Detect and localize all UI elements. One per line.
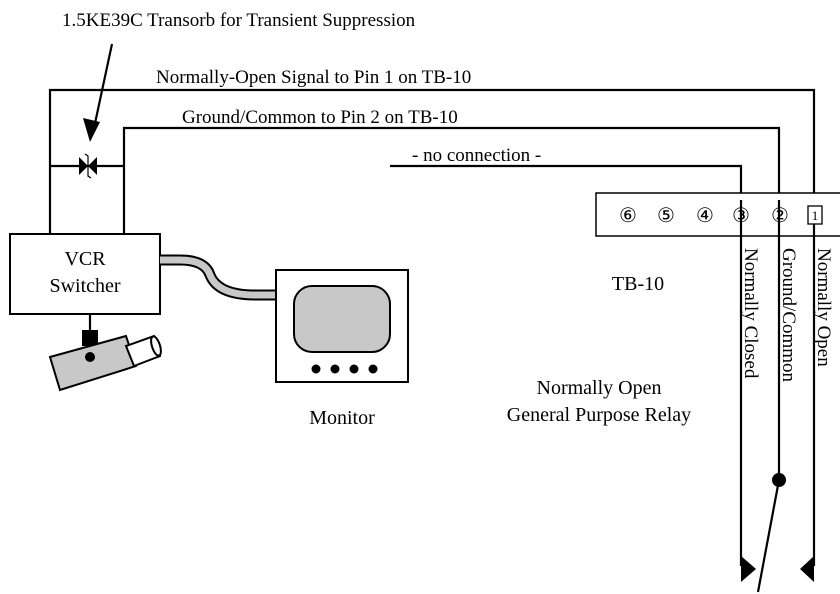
transorb-caption: 1.5KE39C Transorb for Transient Suppress… xyxy=(62,10,416,31)
transorb-diode xyxy=(50,153,124,179)
transorb-pointer-arrow xyxy=(83,43,114,142)
monitor-label: Monitor xyxy=(309,407,375,429)
vcr-switcher: VCR Switcher xyxy=(9,233,161,315)
tb-pin-5: ⑤ xyxy=(657,205,675,227)
video-cable xyxy=(160,254,275,301)
tb10-label: TB-10 xyxy=(612,273,664,295)
ground-wire-label: Ground/Common to Pin 2 on TB-10 xyxy=(182,107,458,128)
tb-pin-1: 1 xyxy=(812,208,819,223)
relay-contact-switch xyxy=(741,473,814,593)
monitor-icon xyxy=(275,269,409,383)
ground-common-wire xyxy=(122,126,781,478)
no-connection-wire xyxy=(390,164,743,566)
relay-title-line2: General Purpose Relay xyxy=(507,404,691,426)
normally-open-wire-label: Normally-Open Signal to Pin 1 on TB-10 xyxy=(156,67,471,88)
tb-pin-6: ⑥ xyxy=(619,205,637,227)
terminal-block-tb10: ⑥ ⑤ ④ ③ ② 1 xyxy=(595,192,840,237)
ground-common-contact-label: Ground/Common xyxy=(778,248,799,383)
normally-closed-contact-label: Normally Closed xyxy=(740,248,761,379)
switcher-label: Switcher xyxy=(49,275,120,297)
normally-open-signal-wire xyxy=(48,88,816,566)
no-connection-label: - no connection - xyxy=(412,145,541,166)
vcr-label: VCR xyxy=(64,248,106,270)
camera-icon xyxy=(48,314,162,392)
relay-title-line1: Normally Open xyxy=(537,377,662,399)
normally-open-contact-label: Normally Open xyxy=(813,248,834,367)
tb-pin-4: ④ xyxy=(696,205,714,227)
